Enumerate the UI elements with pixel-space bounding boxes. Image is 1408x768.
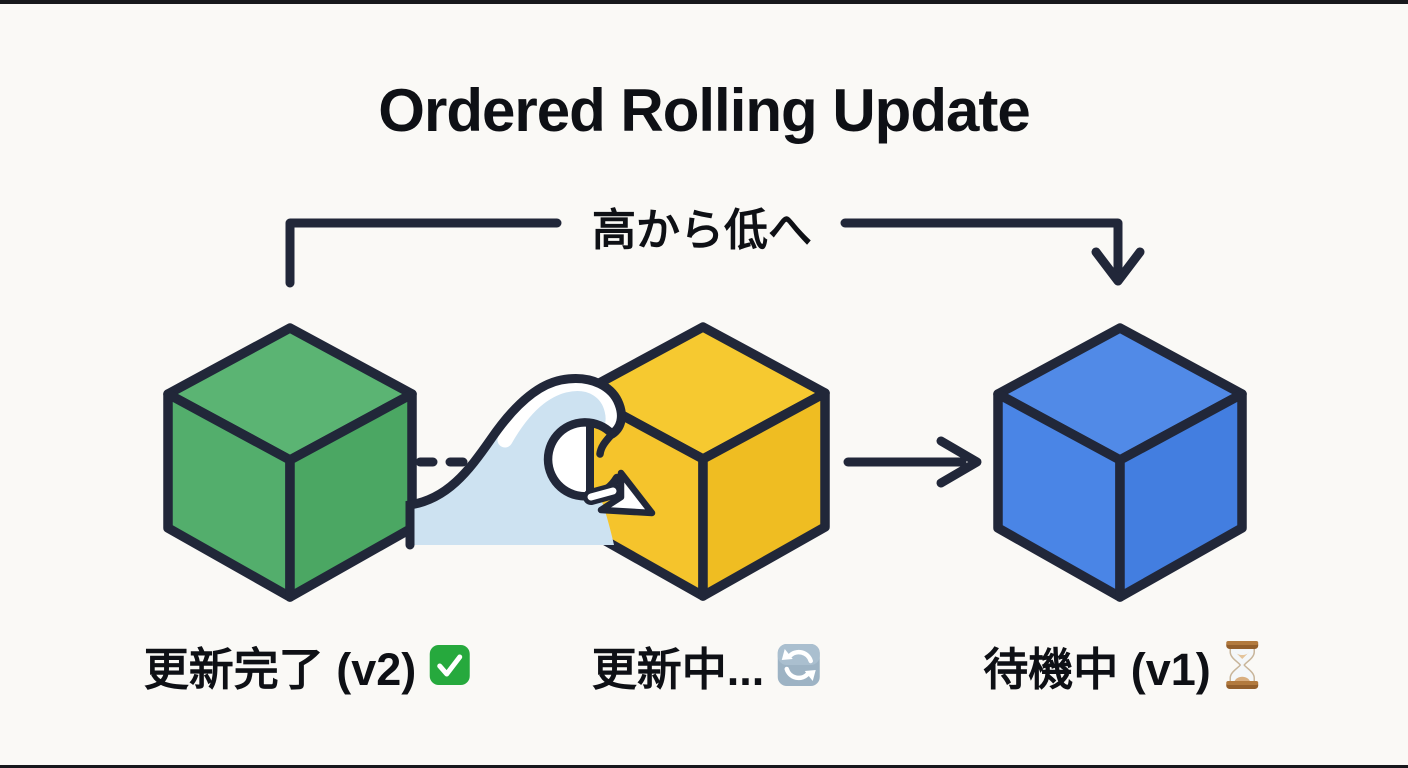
node-label-updating-text: 更新中... [591,643,765,695]
node-label-updated-text: 更新完了 (v2) [143,643,417,695]
page-title: Ordered Rolling Update [378,77,1030,144]
check-mark-button-emoji-icon [429,645,470,685]
node-label-updating: 更新中... [592,638,821,695]
node-label-waiting: 待機中 (v1) [983,638,1261,695]
blue-cube-right-face [1115,389,1247,602]
bracket-arrowhead-icon [1091,247,1145,286]
wave-arrow-shaft [587,487,617,501]
wave-foam [497,376,621,448]
hourglass-emoji-icon [1225,641,1258,689]
flow-bracket-arrow-icon [285,218,1145,288]
node-label-updated: 更新完了 (v2) [144,638,471,695]
flow-order-label: 高から低へ [592,206,812,255]
green-cube-updated [163,323,417,602]
wave-body [408,378,619,545]
arrows-counterclockwise-emoji-icon [777,644,820,686]
rolling-wave-icon [405,374,656,550]
bracket-left-segment [285,218,562,288]
top-border [0,0,1408,4]
yellow-cube-updating [576,322,830,601]
wave-arrowhead-icon [597,469,656,517]
bracket-right-segment [840,218,1123,283]
node-label-waiting-text: 待機中 (v1) [983,643,1211,695]
arrow-head [936,436,982,488]
arrow-connector-icon [843,436,982,488]
bottom-border [0,765,1408,768]
yellow-cube-right-face [698,388,830,601]
wave-curl-hook [596,430,616,458]
wave-crest-outline [405,374,626,550]
blue-cube-waiting [993,323,1247,602]
